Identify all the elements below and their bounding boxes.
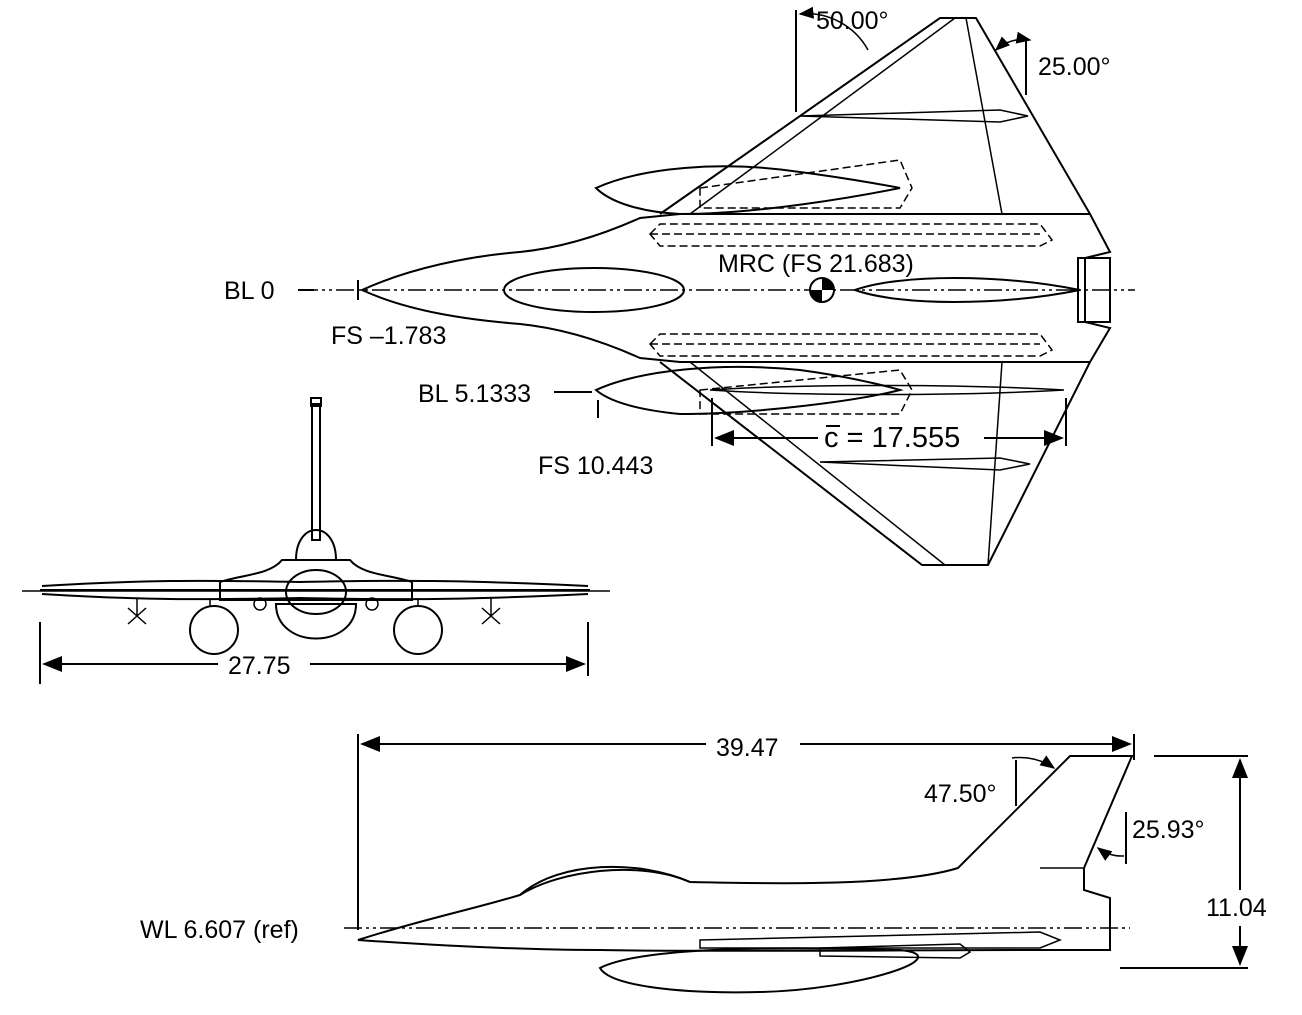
front-wing bbox=[40, 579, 590, 591]
front-fuselage bbox=[219, 559, 413, 601]
front-ventral-tank bbox=[274, 603, 358, 640]
tail-te-arc bbox=[1096, 847, 1125, 861]
front-right-outboard-store bbox=[481, 598, 501, 625]
bl-store-label: BL 5.1333 bbox=[418, 380, 531, 408]
mac-symbol: c bbox=[824, 422, 839, 454]
planform-upper-wingtip-missile bbox=[799, 109, 1029, 123]
planform-lower-wing-slat-line bbox=[689, 361, 946, 566]
planform-upper-wing-flap-line bbox=[965, 17, 1003, 215]
mrc-label: MRC (FS 21.683) bbox=[718, 250, 914, 278]
waterline-label: WL 6.607 (ref) bbox=[140, 916, 299, 944]
planform-upper-pylon-store bbox=[699, 159, 913, 209]
side-ventral-tank bbox=[598, 947, 919, 994]
side-canopy bbox=[519, 865, 691, 896]
le-sweep-label: 50.00° bbox=[816, 7, 889, 35]
planform-canopy bbox=[503, 267, 685, 313]
planform-lower-missile-row bbox=[648, 333, 1054, 357]
te-sweep-arc bbox=[994, 31, 1032, 52]
planform-lower-wing-flap-line bbox=[987, 361, 1003, 566]
span-label: 27.75 bbox=[228, 652, 291, 680]
front-left-outboard-store bbox=[127, 598, 147, 625]
tail-le-arc bbox=[1011, 755, 1056, 769]
planform-view: 50.00° 25.00° BL 0 MRC (FS 21.683) FS –1… bbox=[224, 6, 1135, 566]
planform-lower-wingtip-missile bbox=[819, 457, 1031, 471]
tail-te-sweep-label: 25.93° bbox=[1132, 816, 1205, 844]
bl0-label: BL 0 bbox=[224, 277, 275, 305]
planform-lower-store-rail bbox=[709, 384, 1065, 396]
height-label: 11.04 bbox=[1206, 894, 1267, 922]
mac-value: = 17.555 bbox=[839, 422, 961, 454]
te-sweep-label: 25.00° bbox=[1038, 53, 1111, 81]
front-right-tank bbox=[393, 605, 443, 655]
length-label: 39.47 bbox=[716, 734, 779, 762]
side-view: 39.47 47.50° 25.93° 11.04 WL 6.607 (ref) bbox=[140, 734, 1267, 994]
front-tail-tip bbox=[310, 397, 322, 407]
le-sweep-arc bbox=[798, 6, 869, 51]
planform-lower-tank bbox=[594, 365, 904, 416]
fs-store-label: FS 10.443 bbox=[538, 452, 653, 480]
planform-centerline-tank bbox=[852, 277, 1081, 303]
mac-label: c = 17.555 bbox=[824, 422, 960, 454]
front-view: 27.75 bbox=[22, 397, 610, 684]
front-inlet bbox=[285, 569, 347, 615]
mrc-symbol-quadrant-a bbox=[822, 278, 834, 290]
mrc-symbol-quadrant-b bbox=[810, 290, 822, 302]
side-tail-root bbox=[1040, 867, 1085, 890]
front-left-tank bbox=[189, 605, 239, 655]
planform-upper-tank bbox=[594, 165, 901, 216]
fs-nose-label: FS –1.783 bbox=[331, 322, 446, 350]
side-store bbox=[819, 943, 972, 959]
planform-lower-wing bbox=[659, 361, 1091, 566]
planform-upper-missile-row bbox=[648, 223, 1054, 247]
front-wing-lower bbox=[41, 593, 589, 601]
planform-fuselage-outline bbox=[359, 213, 1112, 363]
front-vertical-tail bbox=[311, 403, 321, 541]
front-left-missile bbox=[253, 597, 267, 611]
side-fuselage-outline bbox=[357, 755, 1134, 952]
side-missile bbox=[699, 931, 1063, 949]
tail-le-sweep-label: 47.50° bbox=[924, 780, 997, 808]
front-right-missile bbox=[365, 597, 379, 611]
front-canopy bbox=[294, 529, 338, 561]
front-pylons bbox=[209, 598, 419, 606]
